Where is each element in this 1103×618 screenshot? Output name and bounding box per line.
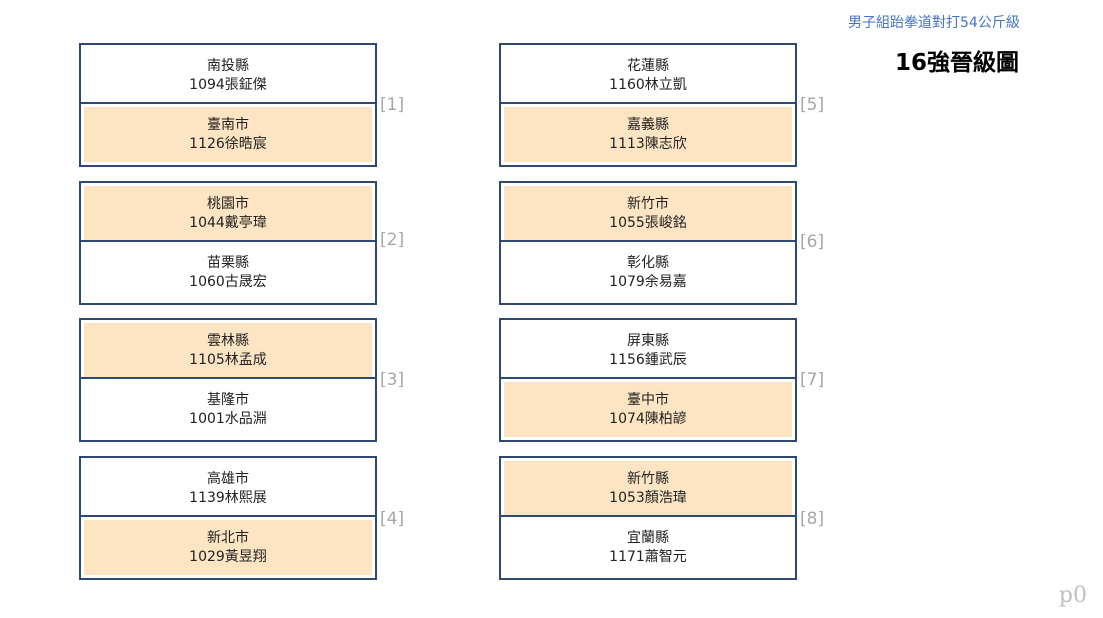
player-slot-bottom: 彰化縣 1079余易嘉 xyxy=(501,240,795,303)
player-slot-bottom: 臺南市 1126徐晧宸 xyxy=(81,102,375,165)
player-name: 1156鍾武辰 xyxy=(609,351,687,368)
team-name: 臺中市 xyxy=(627,391,669,408)
match-box: 高雄市 1139林熙展 新北市 1029黃昱翔 xyxy=(79,456,377,580)
player-name: 1139林熙展 xyxy=(189,489,267,506)
player-slot-top: 屏東縣 1156鍾武辰 xyxy=(501,320,795,381)
player-name: 1113陳志欣 xyxy=(609,135,687,152)
player-slot-top: 新竹市 1055張峻銘 xyxy=(501,183,795,244)
team-name: 高雄市 xyxy=(207,470,249,487)
team-name: 屏東縣 xyxy=(627,332,669,349)
match-box: 新竹縣 1053顏浩瑋 宜蘭縣 1171蕭智元 xyxy=(499,456,797,580)
team-name: 新竹縣 xyxy=(627,470,669,487)
team-name: 苗栗縣 xyxy=(207,254,249,271)
match-number: [4] xyxy=(380,509,405,529)
player-name: 1001水品淵 xyxy=(189,410,267,427)
player-slot-top: 高雄市 1139林熙展 xyxy=(81,458,375,519)
player-name: 1074陳柏諺 xyxy=(609,410,687,427)
bracket-title: 16強晉級圖 xyxy=(895,50,1020,76)
player-name: 1079余易嘉 xyxy=(609,273,687,290)
event-category: 男子組跆拳道對打54公斤級 xyxy=(848,15,1020,31)
team-name: 雲林縣 xyxy=(207,332,249,349)
team-name: 花蓮縣 xyxy=(627,57,669,74)
team-name: 新北市 xyxy=(207,529,249,546)
match-box: 花蓮縣 1160林立凱 嘉義縣 1113陳志欣 xyxy=(499,43,797,167)
player-slot-top: 桃園市 1044戴亭瑋 xyxy=(81,183,375,244)
page-tag: p0 xyxy=(1058,583,1087,608)
player-name: 1126徐晧宸 xyxy=(189,135,267,152)
player-slot-bottom: 基隆市 1001水品淵 xyxy=(81,377,375,440)
match-box: 屏東縣 1156鍾武辰 臺中市 1074陳柏諺 xyxy=(499,318,797,442)
player-name: 1055張峻銘 xyxy=(609,214,687,231)
player-slot-top: 新竹縣 1053顏浩瑋 xyxy=(501,458,795,519)
player-name: 1105林孟成 xyxy=(189,351,267,368)
match-box: 新竹市 1055張峻銘 彰化縣 1079余易嘉 xyxy=(499,181,797,305)
team-name: 桃園市 xyxy=(207,195,249,212)
player-name: 1053顏浩瑋 xyxy=(609,489,687,506)
team-name: 彰化縣 xyxy=(627,254,669,271)
match-box: 桃園市 1044戴亭瑋 苗栗縣 1060古晟宏 xyxy=(79,181,377,305)
player-name: 1044戴亭瑋 xyxy=(189,214,267,231)
match-box: 雲林縣 1105林孟成 基隆市 1001水品淵 xyxy=(79,318,377,442)
player-slot-bottom: 臺中市 1074陳柏諺 xyxy=(501,377,795,440)
player-slot-top: 雲林縣 1105林孟成 xyxy=(81,320,375,381)
player-name: 1160林立凱 xyxy=(609,76,687,93)
player-slot-bottom: 嘉義縣 1113陳志欣 xyxy=(501,102,795,165)
player-name: 1060古晟宏 xyxy=(189,273,267,290)
team-name: 新竹市 xyxy=(627,195,669,212)
match-number: [1] xyxy=(380,95,405,115)
match-number: [7] xyxy=(800,370,825,390)
match-box: 南投縣 1094張鉦傑 臺南市 1126徐晧宸 xyxy=(79,43,377,167)
match-number: [8] xyxy=(800,509,825,529)
player-slot-bottom: 苗栗縣 1060古晟宏 xyxy=(81,240,375,303)
player-name: 1094張鉦傑 xyxy=(189,76,267,93)
match-number: [6] xyxy=(800,232,825,252)
team-name: 嘉義縣 xyxy=(627,116,669,133)
team-name: 基隆市 xyxy=(207,391,249,408)
player-slot-top: 南投縣 1094張鉦傑 xyxy=(81,45,375,106)
team-name: 南投縣 xyxy=(207,57,249,74)
match-number: [5] xyxy=(800,95,825,115)
match-number: [2] xyxy=(380,230,405,250)
match-number: [3] xyxy=(380,370,405,390)
player-slot-top: 花蓮縣 1160林立凱 xyxy=(501,45,795,106)
player-slot-bottom: 新北市 1029黃昱翔 xyxy=(81,515,375,578)
team-name: 宜蘭縣 xyxy=(627,529,669,546)
player-name: 1029黃昱翔 xyxy=(189,548,267,565)
player-slot-bottom: 宜蘭縣 1171蕭智元 xyxy=(501,515,795,578)
player-name: 1171蕭智元 xyxy=(609,548,687,565)
team-name: 臺南市 xyxy=(207,116,249,133)
